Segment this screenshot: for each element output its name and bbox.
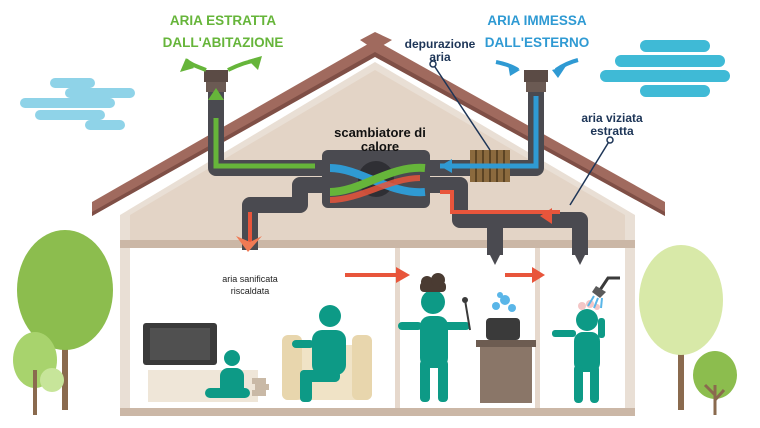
shower-icon (587, 276, 620, 309)
intake-air-label: ARIA IMMESSA DALL'ESTERNO (472, 13, 602, 51)
person-adult-sofa (292, 305, 346, 402)
heat-exchanger-label-line2: calore (360, 138, 400, 154)
extracted-air-label-line2: DALL'ABITAZIONE (162, 35, 284, 51)
purification-label-line1: depurazione (404, 37, 476, 51)
extracted-air-label: ARIA ESTRATTA DALL'ABITAZIONE (158, 13, 288, 51)
purification-label: depurazione aria (394, 38, 486, 63)
chimney-right (524, 70, 548, 82)
stale-air-label-line2: estratta (590, 123, 634, 138)
pot-icon (486, 318, 520, 340)
person-child (205, 350, 250, 398)
blue-airflow (440, 96, 539, 169)
tree-icon-right (639, 245, 737, 415)
heat-exchanger-label: scambiatore di calore (320, 126, 440, 153)
sanitized-air-label-line2: riscaldata (230, 286, 270, 297)
sanitized-air-label-line1: aria sanificata (222, 274, 278, 284)
stove (480, 345, 532, 403)
purification-label-line2: aria (429, 49, 451, 64)
stale-air-label-line1: aria viziata (581, 111, 643, 125)
sanitized-air-label: aria sanificata riscaldata (205, 274, 295, 297)
cloud-icon-right (600, 40, 730, 97)
person-shower (552, 309, 605, 403)
green-airflow (213, 118, 315, 169)
room-arrows (345, 267, 545, 283)
tree-icon-left (13, 230, 113, 415)
intake-air-label-line1: ARIA IMMESSA (487, 13, 587, 28)
chimney-left (204, 70, 228, 82)
person-cook (398, 290, 470, 402)
heat-exchanger-label-line1: scambiatore di (334, 125, 426, 140)
intake-air-label-line2: DALL'ESTERNO (484, 35, 590, 51)
stale-air-label: aria viziata estratta (572, 112, 652, 137)
cloud-icon-left (20, 78, 135, 130)
red-airflow (248, 190, 560, 244)
extracted-air-label-line1: ARIA ESTRATTA (169, 13, 277, 28)
blocks (252, 378, 269, 396)
